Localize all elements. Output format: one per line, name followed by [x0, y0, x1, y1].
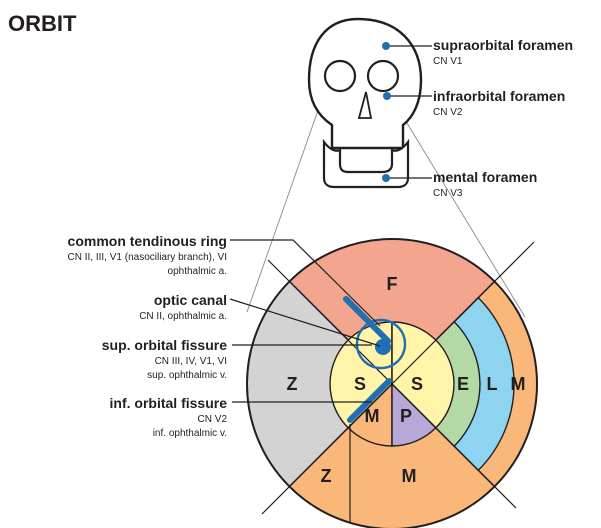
skull-nose — [357, 91, 373, 119]
inf-orbital-fissure-detail-1: CN V2 — [198, 414, 228, 425]
zygomatic-lower-letter: Z — [321, 466, 332, 486]
mental-nerve-label: CN V3 — [433, 188, 463, 199]
common-tendinous-ring-shape — [355, 318, 407, 370]
orbit-cross-section — [246, 238, 538, 528]
maxilla-inner-letter: M — [365, 406, 380, 426]
maxilla-letter: M — [402, 466, 417, 486]
inf-orbital-fissure-shape — [347, 378, 392, 423]
frontal-letter: F — [387, 274, 398, 294]
optic-canal-detail-1: CN II, ophthalmic a. — [139, 311, 227, 322]
diagram-title: ORBIT — [8, 11, 77, 36]
sup-orbital-fissure-detail-1: CN III, IV, V1, VI — [155, 356, 227, 367]
infraorbital-foramen-dot — [383, 92, 391, 100]
ethmoid-letter: E — [457, 374, 469, 394]
common-tendinous-ring-label: common tendinous ring — [68, 233, 227, 249]
infraorbital-foramen-label: infraorbital foramen — [433, 88, 565, 104]
common-tendinous-ring-detail-2: ophthalmic a. — [168, 266, 227, 277]
inf-orbital-fissure-label: inf. orbital fissure — [110, 395, 228, 411]
sup-orbital-fissure-label: sup. orbital fissure — [102, 337, 227, 353]
projection-line-left — [246, 81, 329, 313]
inf-orbital-fissure-detail-2: inf. ophthalmic v. — [153, 428, 227, 439]
zygomatic-upper-letter: Z — [287, 374, 298, 394]
skull-icon — [307, 17, 423, 189]
maxilla-outer-letter: M — [511, 374, 526, 394]
optic-canal-leader — [229, 298, 381, 347]
sup-orbital-fissure-shape — [343, 296, 391, 344]
supraorbital-nerve-label: CN V1 — [433, 56, 463, 67]
mental-foramen-dot — [382, 174, 390, 182]
infraorbital-nerve-label: CN V2 — [433, 107, 463, 118]
projection-line-right — [387, 91, 526, 318]
palatine-letter: P — [400, 406, 412, 426]
common-tendinous-ring-leader — [230, 239, 381, 327]
sphenoid-right-region — [391, 321, 455, 429]
sphenoid-right-letter: S — [411, 374, 423, 394]
lacrimal-letter: L — [487, 374, 498, 394]
sup-orbital-fissure-detail-2: sup. ophthalmic v. — [147, 370, 227, 381]
mental-foramen-label: mental foramen — [433, 169, 537, 185]
supraorbital-foramen-dot — [382, 42, 390, 50]
skull-right-orbit — [366, 59, 400, 93]
skull-left-orbit — [323, 59, 357, 93]
sphenoid-left-letter: S — [354, 374, 366, 394]
common-tendinous-ring-detail-1: CN II, III, V1 (nasociliary branch), VI — [68, 252, 228, 263]
supraorbital-foramen-label: supraorbital foramen — [433, 37, 573, 53]
optic-canal-label: optic canal — [154, 292, 227, 308]
